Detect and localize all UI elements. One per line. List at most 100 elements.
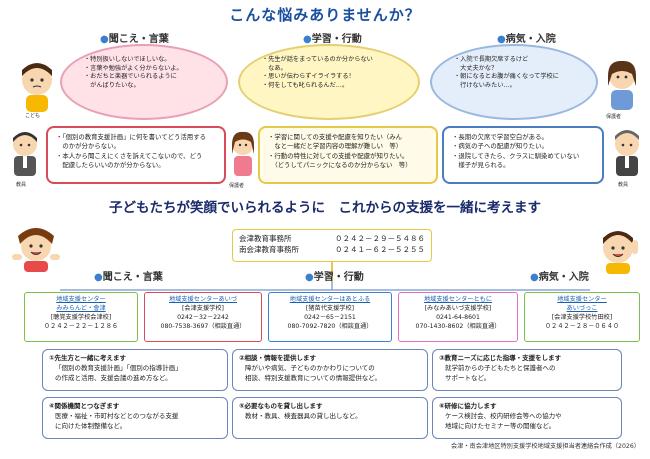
role-box-1: ①先生方と一緒に考えます 「個別の教育支援計画」「個別の指導計画」 の作成と活用… — [42, 349, 228, 391]
education-office-box: 会津教育事務所 ０２４２－２９－５４８６ 南会津教育事務所 ０２４１－６２－５２５５ — [232, 229, 432, 262]
role-body: 「個別の教育支援計画」「個別の指導計画」 — [55, 363, 182, 372]
bubble-line: ・言葉や勉強がよく分からないよ。 — [84, 64, 183, 72]
center-school: [会津支援学校] — [182, 304, 224, 312]
role-body: サポートなど。 — [445, 373, 491, 382]
office-tel[interactable]: ０２４２－２９－５４８６ — [335, 234, 425, 243]
slogan: 子どもたちが笑顔でいられるように これからの支援を一緒に考えます — [109, 200, 541, 216]
office-connector — [331, 262, 333, 282]
center-school: [会津支援学校竹田校] — [551, 313, 613, 321]
teacher-label: 教員 — [16, 182, 27, 188]
category-hearing: ●聞こえ・言葉 — [100, 34, 169, 45]
role-body: に向けた体制整備など。 — [55, 421, 127, 430]
footer-credit: 会津・南会津地区特別支援学校地域支援担当者連絡会作成（2026） — [451, 443, 640, 450]
support-center-aizu[interactable]: 地域支援センターあいづ [会津支援学校] 0242－32－2242 080-75… — [144, 292, 262, 342]
bubble-line: 行けないみたい…。 — [454, 82, 516, 90]
role-heading: ④関係機関とつなぎます — [49, 402, 120, 410]
center-name[interactable]: 地域支援センターはあとふる — [289, 296, 371, 303]
center-tel[interactable]: ０２４２－２２－１２８６ — [43, 322, 119, 330]
guardian-label: 保護者 — [606, 114, 622, 120]
concern-line: 様子が見られる。 — [452, 160, 510, 169]
center-name-2[interactable]: あいづっこ — [566, 304, 598, 312]
role-body: 相談、特別支援教育についての情報提供など。 — [245, 373, 381, 382]
center-tel[interactable]: 0242－65－2151 — [304, 313, 356, 321]
role-box-2: ②相談・情報を提供します 障がいや病気、子どものかかわりについての 相談、特別支… — [232, 349, 428, 391]
concern-line: ・学習に関しての支援や配慮を知りたい（みん — [268, 133, 403, 141]
bubble-line: ・特別扱いしないでほしいな。 — [84, 56, 171, 63]
concern-line: （どうしてパニックになるのか分からない 等） — [268, 160, 412, 169]
role-body: 地域に向けたセミナー等の開催など。 — [445, 421, 556, 430]
center-tel-direct[interactable]: 070-1430-8602（相談直通） — [415, 322, 501, 330]
child-bubble-learning: ・先生が話をまっているのか分からない なあ。 ・思いが伝わらずイライラする！ ・… — [238, 44, 420, 120]
role-heading: ③教育ニーズに応じた指導・支援をします — [439, 354, 562, 362]
office-name: 会津教育事務所 — [239, 234, 292, 243]
page-title: こんな悩みありませんか？ — [229, 6, 421, 24]
bubble-line: ・先生が話をまっているのか分からない — [262, 56, 373, 63]
center-tel-direct[interactable]: 080-7538-3697（相談直通） — [160, 322, 246, 330]
role-box-3: ③教育ニーズに応じた指導・支援をします 就学前からの子どもたちと保護者への サポ… — [432, 349, 622, 391]
concern-box-hearing: ・「個別の教育支援計画」に何を書いてどう活用する のかが分からない。 ・本人から… — [46, 126, 226, 184]
office-row: 南会津教育事務所 ０２４１－６２－５２５５ — [239, 244, 425, 255]
child-illustration — [592, 226, 644, 274]
role-body: 就学前からの子どもたちと保護者への — [445, 363, 556, 372]
office-tel[interactable]: ０２４１－６２－５２５５ — [335, 245, 425, 255]
category-label: 学習・行動 — [311, 34, 362, 45]
category-learning: ●学習・行動 — [305, 272, 364, 283]
bubble-line: ・思いが伝わらずイライラする！ — [262, 73, 355, 81]
support-center-tomoni[interactable]: 地域支援センターともに [みなみあいづ支援学校] 0241-64-8601 07… — [398, 292, 518, 342]
category-label: 聞こえ・言葉 — [108, 34, 169, 45]
concern-line: のかが分からない。 — [56, 142, 120, 151]
teacher-illustration — [6, 128, 44, 180]
center-name-2[interactable]: みみらんど・會津 — [56, 304, 106, 312]
role-body: 障がいや病気、子どものかかわりについての — [245, 363, 375, 372]
support-center-aizukko[interactable]: 地域支援センター あいづっこ [会津支援学校竹田校] ０２４２－２８－０６４０ — [524, 292, 640, 342]
category-label: 聞こえ・言葉 — [102, 272, 163, 283]
center-name[interactable]: 地域支援センター — [557, 296, 607, 303]
role-body: 医療・福祉・市町村などとのつながる支援 — [55, 411, 179, 420]
category-illness: ●病気・入院 — [497, 34, 556, 45]
bubble-line: ・入院で長期欠席するけど — [454, 56, 529, 63]
center-tel[interactable]: 0241-64-8601 — [436, 313, 480, 321]
office-name: 南会津教育事務所 — [239, 245, 299, 255]
center-tel-direct[interactable]: 080-7092-7820（相談直通） — [287, 322, 373, 330]
bubble-line: ・朝になるとお腹が痛くなって学校に — [454, 73, 559, 81]
bubble-line: 大丈夫かな？ — [454, 64, 498, 72]
bubble-line: ・おだちと楽器でいられるように — [84, 73, 177, 81]
category-label: 学習・行動 — [313, 272, 364, 283]
child-bubble-hearing: ・特別扱いしないでほしいな。 ・言葉や勉強がよく分からないよ。 ・おだちと楽器で… — [60, 44, 228, 120]
role-heading: ⑥研修に協力します — [439, 402, 497, 410]
role-box-5: ⑤必要なものを貸し出します 教材・教具、検査器具の貸し出しなど。 — [232, 397, 428, 439]
role-box-4: ④関係機関とつなぎます 医療・福祉・市町村などとのつながる支援 に向けた体制整備… — [42, 397, 228, 439]
center-tel[interactable]: ０２４２－２８－０６４０ — [544, 322, 620, 330]
concern-line: ・本人から聞こえにくさを訴えてこないので、どう — [56, 151, 203, 160]
center-name[interactable]: 地域支援センターともに — [423, 296, 493, 303]
child-illustration — [14, 60, 60, 116]
support-center-heartful[interactable]: 地域支援センターはあとふる [猪苗代支援学校] 0242－65－2151 080… — [268, 292, 392, 342]
concern-line: ・行動の特性に対しての支援や配慮が知りたい。 — [268, 151, 409, 160]
category-hearing: ●聞こえ・言葉 — [94, 272, 163, 283]
category-label: 病気・入院 — [505, 34, 556, 45]
role-body: の作成と活用、支援会議の進め方など。 — [55, 373, 172, 382]
role-heading: ②相談・情報を提供します — [239, 354, 317, 362]
category-label: 病気・入院 — [538, 272, 589, 283]
concern-box-illness: ・長期の欠席で学習空白がある。 ・病気の子への配慮が知りたい。 ・退院してきたら… — [442, 126, 604, 184]
category-illness: ●病気・入院 — [530, 272, 589, 283]
guardian-label: 保護者 — [229, 183, 245, 189]
bubble-line: なあ。 — [262, 64, 287, 72]
support-center-mimirando[interactable]: 地域支援センター みみらんど・會津 [聴覚支援学校会津校] ０２４２－２２－１２… — [24, 292, 138, 342]
concern-line: ・退院してきたら、クラスに馴染めていない — [452, 151, 580, 160]
center-school: [猪苗代支援学校] — [305, 304, 355, 312]
concern-line: ・病気の子への配慮が知りたい。 — [452, 142, 548, 151]
child-bubble-illness: ・入院で長期欠席するけど 大丈夫かな？ ・朝になるとお腹が痛くなって学校に 行け… — [430, 44, 598, 120]
bubble-line: ・何をしても叱られるんだ…。 — [262, 82, 349, 90]
role-body: 教材・教具、検査器具の貸し出しなど。 — [245, 411, 362, 420]
role-body: ケース検討会、校内研修会等への協力や — [445, 411, 562, 420]
child-label: こども — [25, 113, 41, 119]
concern-line: ・「個別の教育支援計画」に何を書いてどう活用する — [56, 133, 206, 141]
role-heading: ⑤必要なものを貸し出します — [239, 402, 323, 410]
concern-line: 配慮したらいいのかが分からない。 — [56, 160, 165, 169]
concern-line: なと一緒だと学習内容の理解が難しい 等） — [268, 142, 403, 151]
center-name[interactable]: 地域支援センター — [56, 296, 106, 303]
center-name[interactable]: 地域支援センターあいづ — [168, 296, 238, 303]
center-tel[interactable]: 0242－32－2242 — [177, 313, 229, 321]
guardian-illustration — [602, 58, 642, 114]
